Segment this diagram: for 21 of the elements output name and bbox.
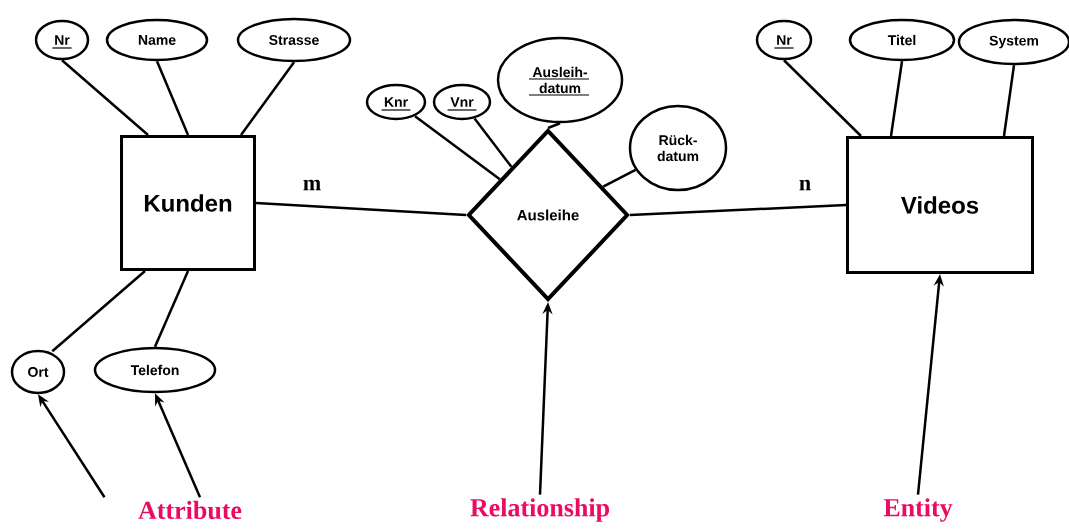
- category-label: Entity: [883, 498, 953, 522]
- connector-line: [51, 270, 146, 353]
- edge-label: m: [303, 179, 321, 191]
- connector-line: [414, 115, 501, 181]
- connector-line: [153, 270, 190, 348]
- entity-box: Kunden: [120, 135, 256, 271]
- connector-line: [240, 61, 295, 136]
- connector-line: [629, 203, 847, 217]
- entity-box: Videos: [846, 136, 1034, 274]
- connector-line: [155, 60, 190, 136]
- connector-line: [783, 59, 862, 137]
- connector-line: [1002, 65, 1016, 137]
- connector-line: [547, 122, 561, 130]
- category-label: Attribute: [138, 500, 242, 520]
- connector-line: [602, 168, 637, 188]
- category-label: Relationship: [470, 498, 609, 522]
- connector-line: [473, 117, 513, 168]
- connector-line: [255, 201, 467, 217]
- connector-line: [889, 61, 904, 137]
- connector-line: [61, 59, 149, 136]
- edge-label: n: [799, 179, 811, 191]
